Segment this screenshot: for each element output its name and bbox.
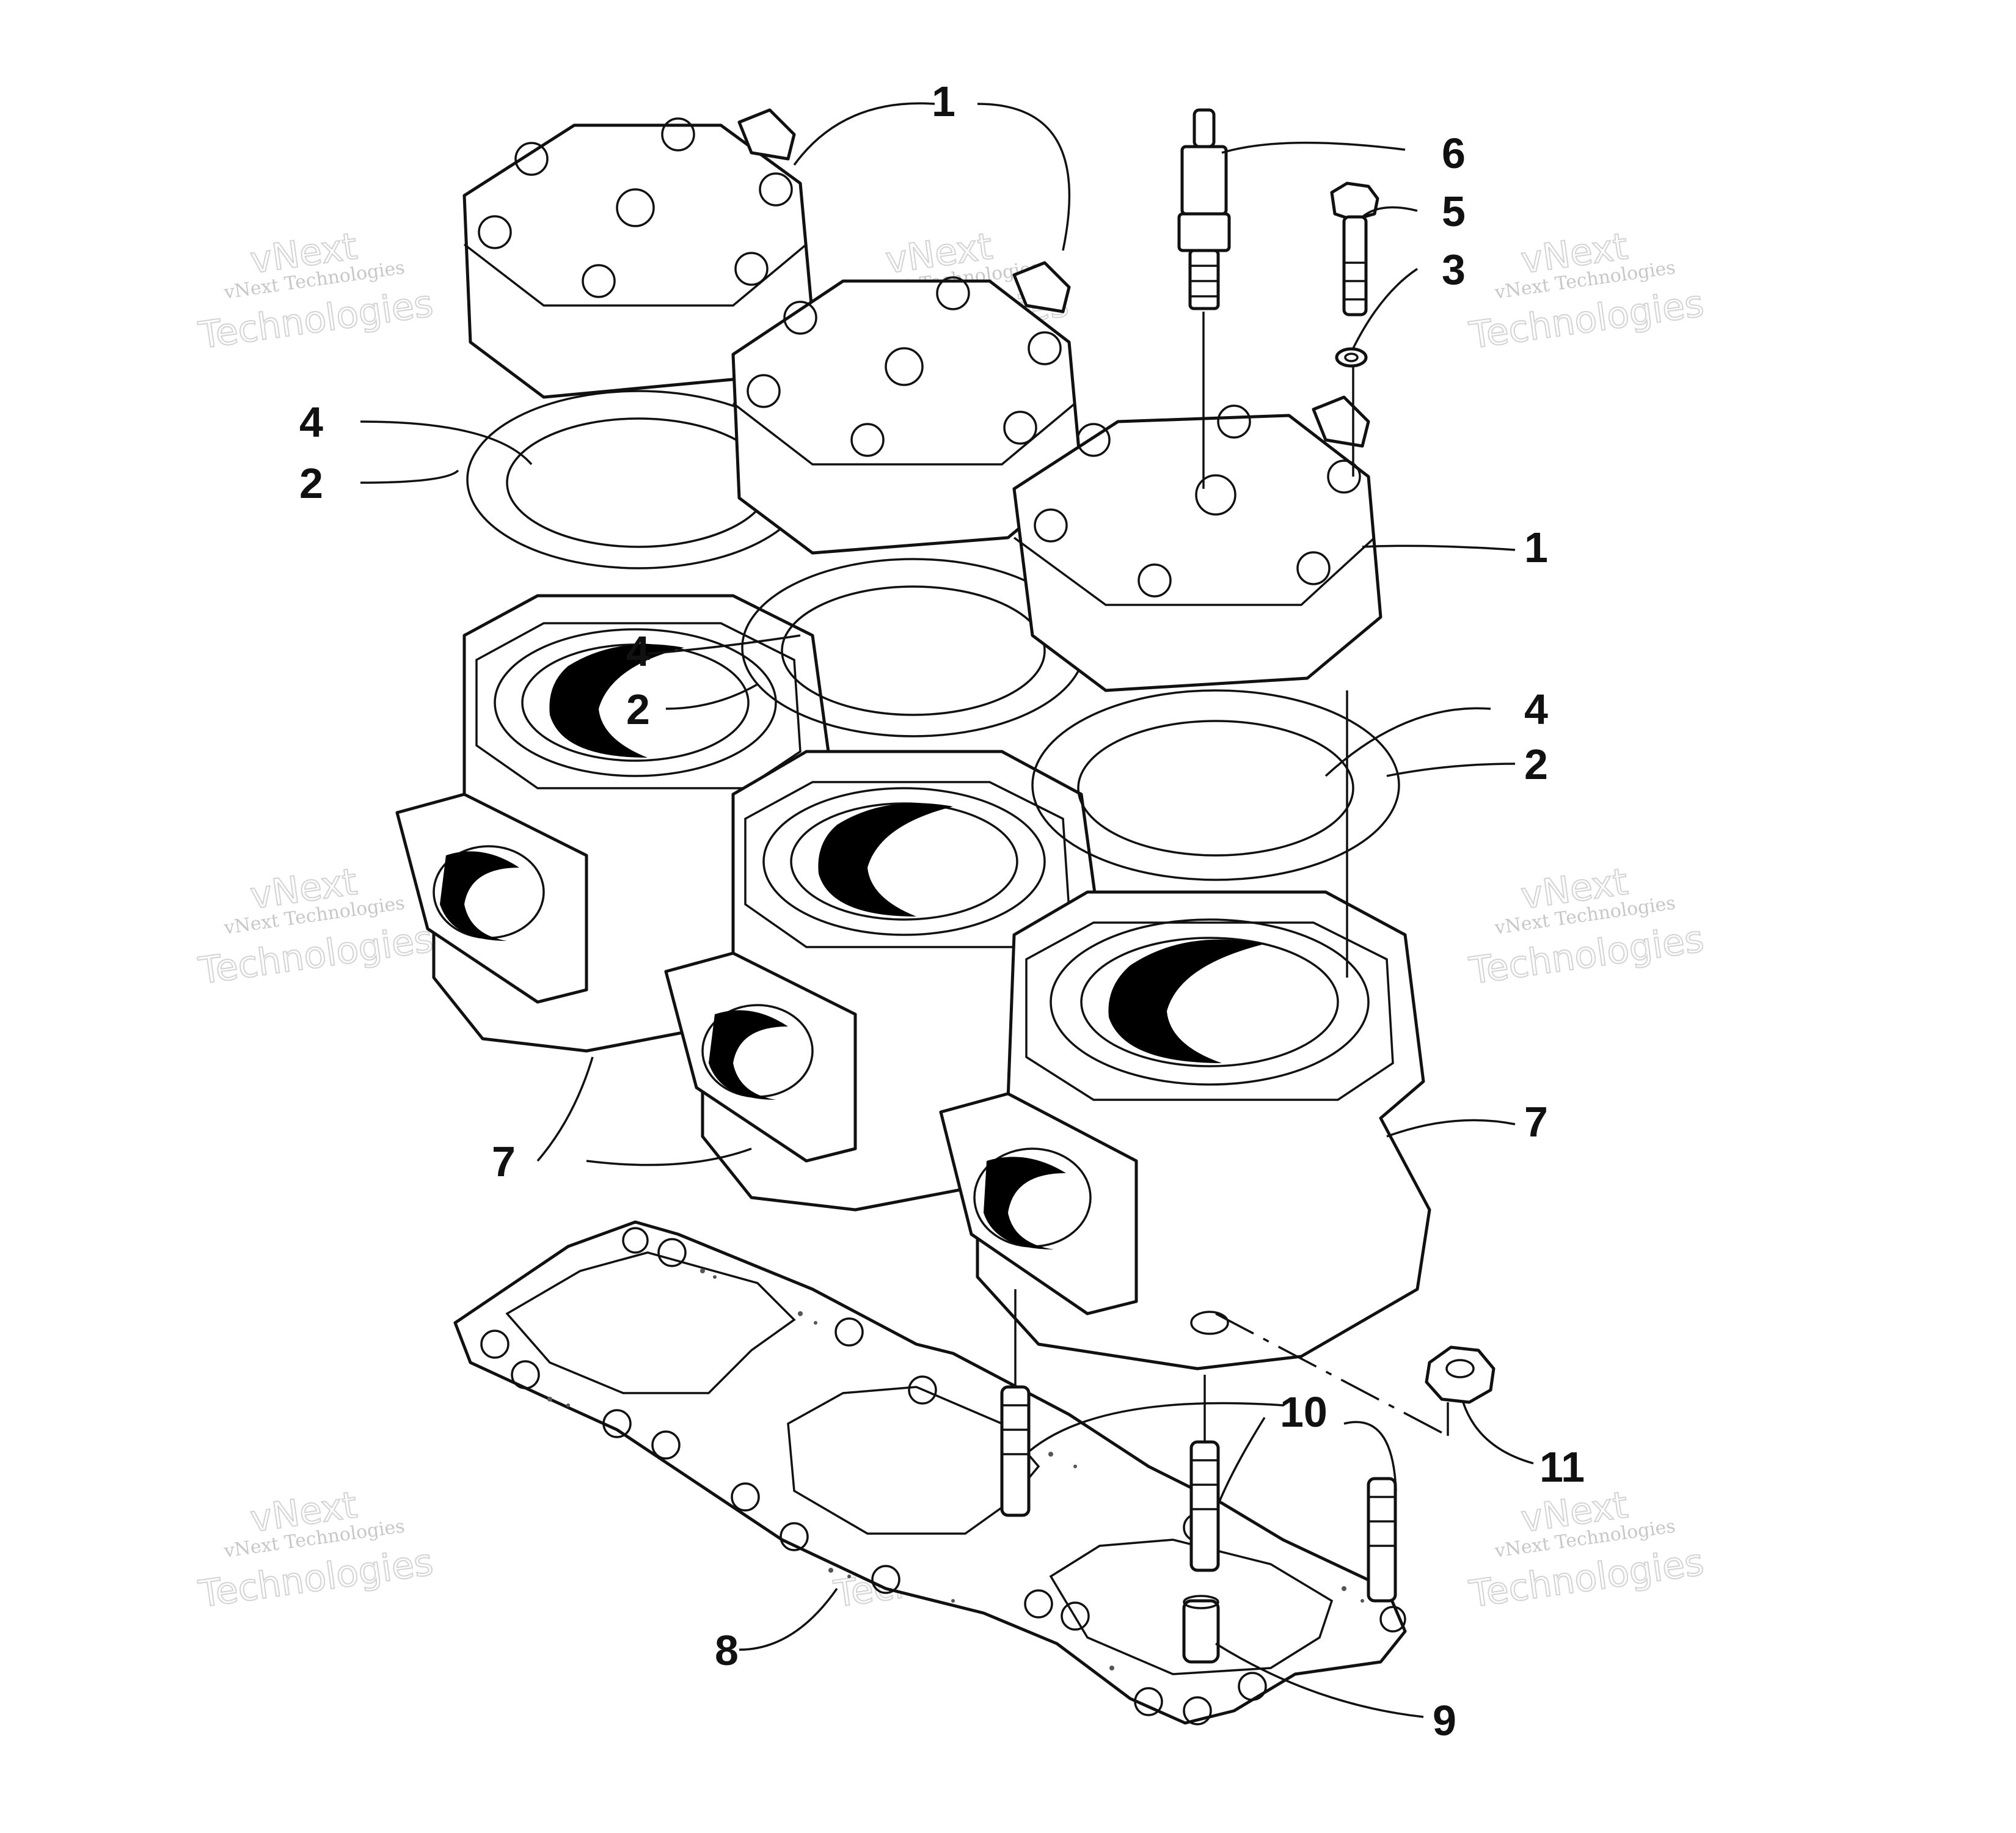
head-bolt: [1330, 181, 1379, 316]
callout-9: 9: [1433, 1697, 1456, 1744]
gasket-stipple: [547, 1268, 1364, 1670]
leader-lines: [360, 102, 1534, 1718]
callout-7-right: 7: [1524, 1098, 1548, 1146]
watermark-top-right: vNext Technologies vNext Technologies: [1466, 224, 1707, 358]
watermark-bottom-left: vNext Technologies vNext Technologies: [195, 1483, 436, 1617]
callout-4-right: 4: [1524, 686, 1548, 733]
callout-labels: 1 1 2 2 2 3 4 4 4 5 6 7 7 8 9 10 11: [299, 78, 1585, 1744]
cylinder-head-middle: [731, 261, 1083, 555]
callout-2-left: 2: [299, 459, 323, 507]
callout-10: 10: [1280, 1388, 1328, 1436]
callout-2-middle: 2: [626, 686, 650, 733]
washer: [1335, 347, 1368, 368]
watermark-mid-left: vNext Technologies vNext Technologies: [195, 860, 436, 993]
base-gasket: [453, 1220, 1407, 1725]
cylinder-head-front: [1012, 395, 1382, 692]
callout-5: 5: [1442, 188, 1466, 235]
callout-6: 6: [1442, 130, 1466, 177]
callout-4-left: 4: [299, 398, 323, 446]
callout-1-top: 1: [932, 78, 955, 125]
watermark-top-left: vNext Technologies vNext Technologies: [195, 224, 436, 358]
stud-right: [1367, 1477, 1397, 1603]
cylinder-head-rear: [462, 108, 814, 399]
stud-left: [1000, 1385, 1031, 1517]
callout-8: 8: [715, 1626, 739, 1674]
callout-3: 3: [1442, 246, 1466, 293]
spark-plug: [1177, 108, 1231, 310]
watermark-bottom-right: vNext Technologies vNext Technologies: [1466, 1483, 1707, 1617]
callout-7-left: 7: [492, 1138, 516, 1185]
head-gasket-front: [1031, 689, 1400, 881]
callout-2-right: 2: [1524, 741, 1548, 788]
callout-11: 11: [1539, 1443, 1585, 1491]
cylinder-rear: [395, 594, 833, 1053]
dowel-pin: [1182, 1595, 1220, 1664]
callout-4-middle: 4: [626, 627, 650, 675]
watermark-mid-right: vNext Technologies vNext Technologies: [1466, 860, 1707, 993]
callout-1-right: 1: [1524, 524, 1548, 571]
cylinder-front: [939, 890, 1431, 1370]
flange-nut: [1425, 1345, 1496, 1404]
stud-center: [1189, 1440, 1220, 1572]
center-lines: [1014, 312, 1449, 1442]
